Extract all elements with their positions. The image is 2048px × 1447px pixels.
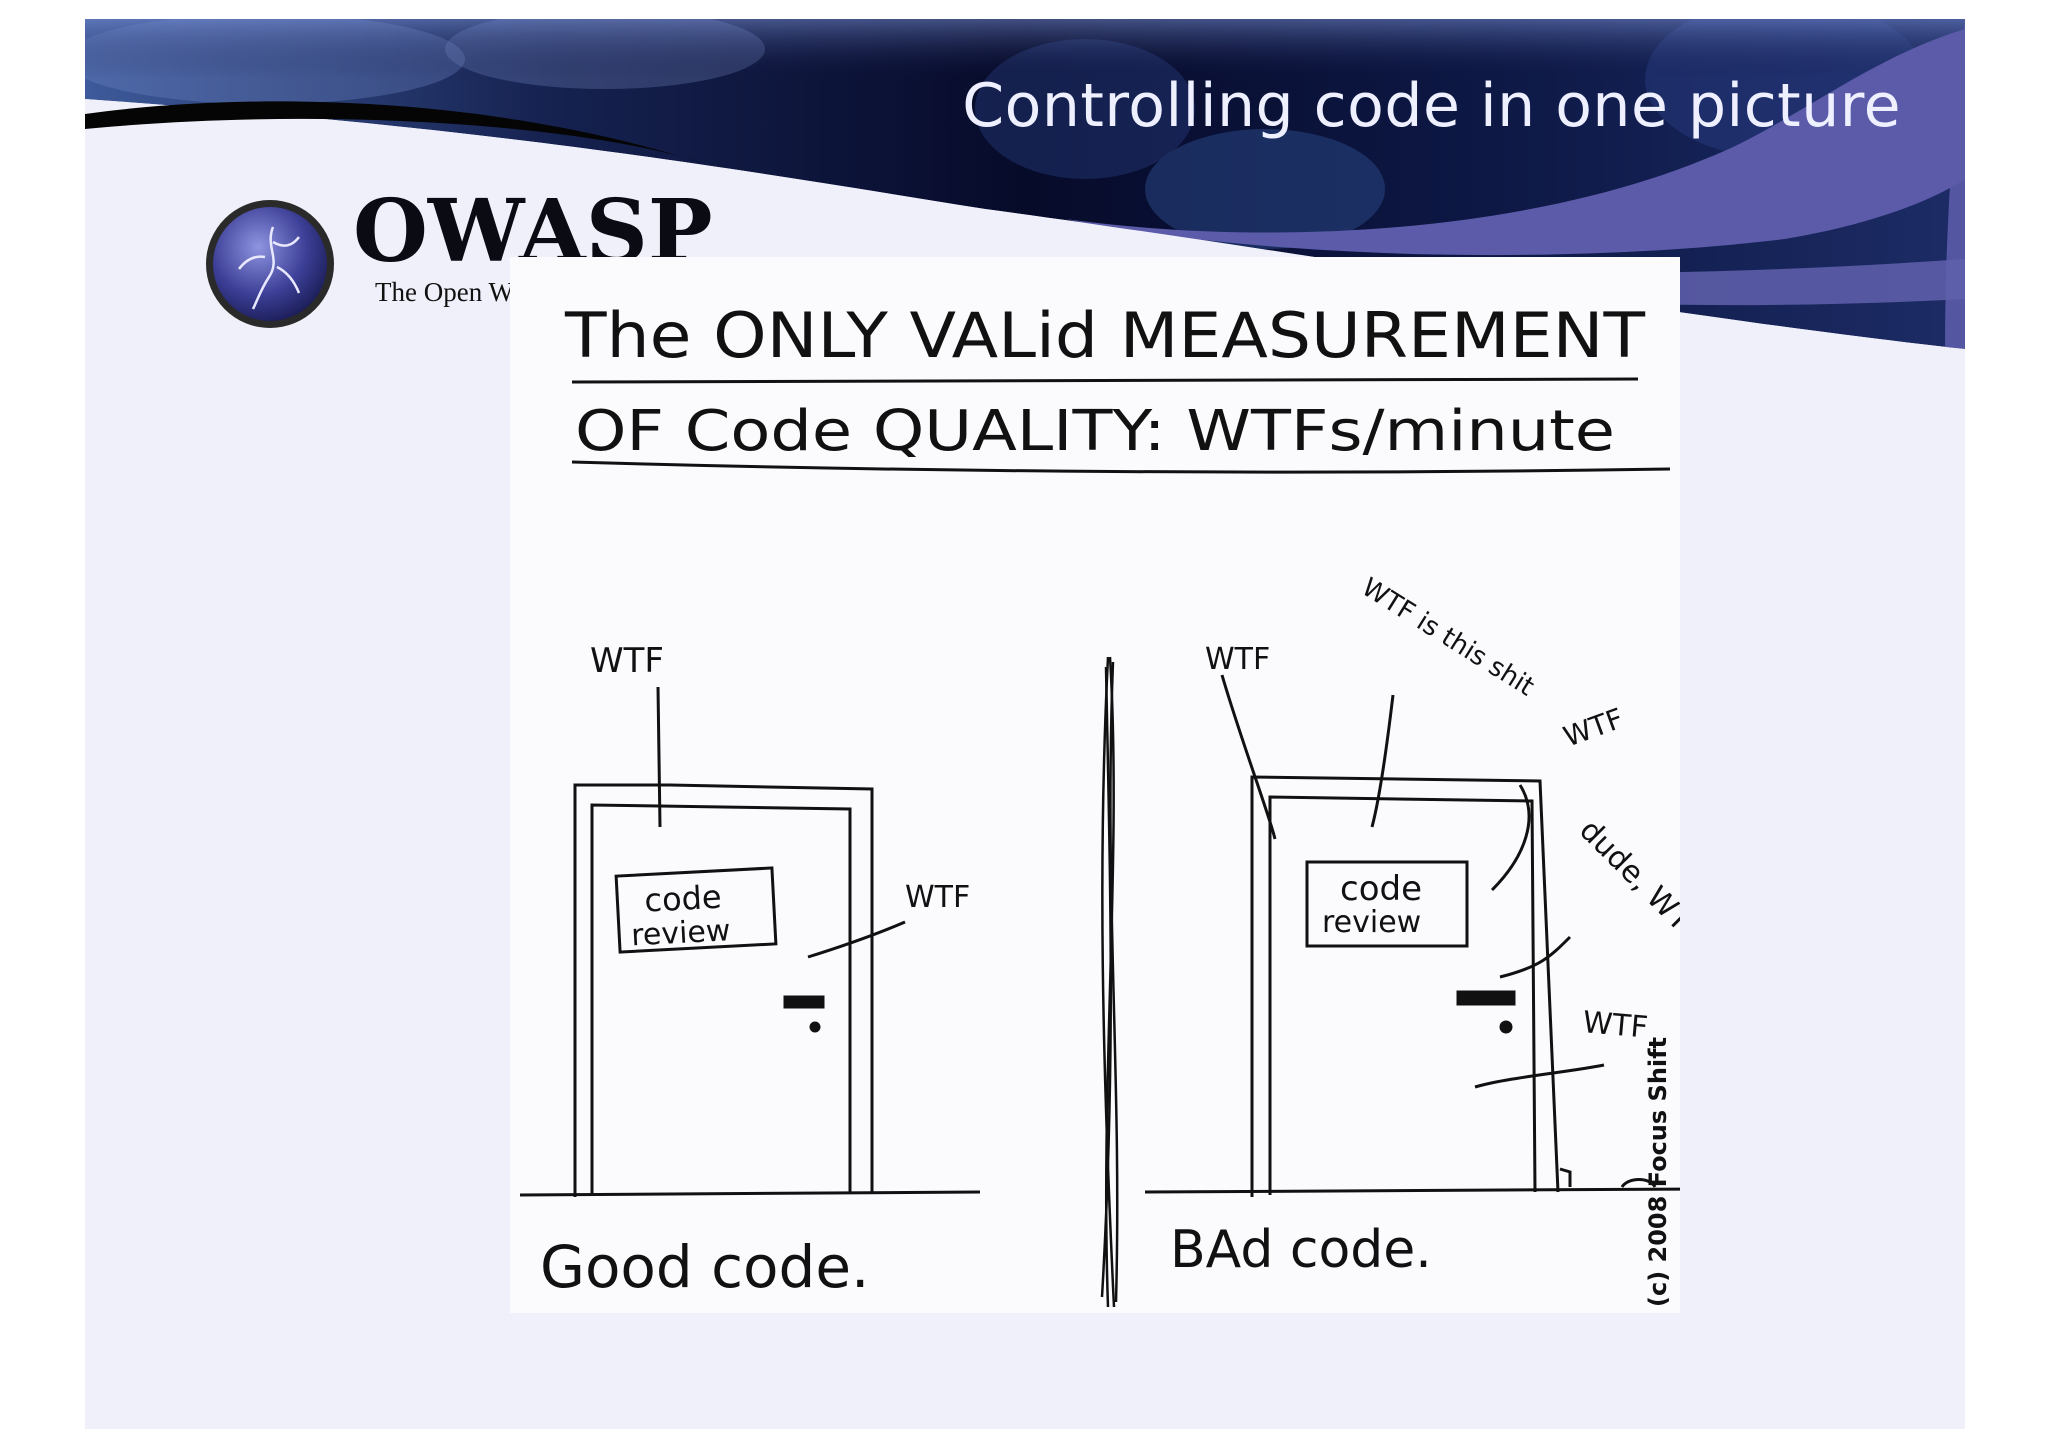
right-wtf-5: WTF bbox=[1581, 1005, 1649, 1046]
right-sign-line2: review bbox=[1322, 905, 1421, 940]
slide-title: Controlling code in one picture bbox=[962, 71, 1901, 141]
left-wtf-right: WTF bbox=[905, 880, 970, 915]
comic-copyright: (c) 2008 Focus Shift bbox=[1644, 1037, 1672, 1307]
slide: Controlling code in one picture OWASP Th… bbox=[85, 19, 1965, 1429]
bad-code-door bbox=[1144, 674, 1680, 1197]
left-sign-line1: code bbox=[643, 878, 722, 920]
right-wtf-1: WTF bbox=[1205, 642, 1270, 677]
right-sign-line1: code bbox=[1340, 869, 1422, 909]
left-wtf-top: WTF bbox=[590, 641, 664, 681]
owasp-globe-icon bbox=[206, 200, 334, 328]
panel-divider bbox=[1100, 656, 1119, 1308]
right-wtf-2: WTF is this shit bbox=[1356, 572, 1539, 702]
right-wtf-4: dude, WTF bbox=[1572, 813, 1680, 951]
left-sign-line2: review bbox=[630, 913, 731, 953]
logo-tagline: The Open W bbox=[375, 277, 514, 307]
heading-underline-1 bbox=[571, 377, 1639, 384]
comic-heading-line1: The ONLY VALid MEASUREMENT bbox=[564, 299, 1646, 372]
left-caption: Good code. bbox=[540, 1233, 869, 1301]
right-caption: BAd code. bbox=[1170, 1220, 1432, 1280]
right-wtf-3: WTF bbox=[1559, 702, 1628, 754]
comic-heading-line2: OF Code QUALITY: WTFs/minute bbox=[575, 399, 1615, 464]
comic-image: The ONLY VALid MEASUREMENT OF Code QUALI… bbox=[510, 257, 1680, 1313]
owasp-logo: OWASP The Open W bbox=[203, 189, 713, 337]
heading-underline-2 bbox=[571, 460, 1671, 474]
comic-drawing: The ONLY VALid MEASUREMENT OF Code QUALI… bbox=[519, 299, 1680, 1308]
good-code-door bbox=[519, 686, 981, 1197]
